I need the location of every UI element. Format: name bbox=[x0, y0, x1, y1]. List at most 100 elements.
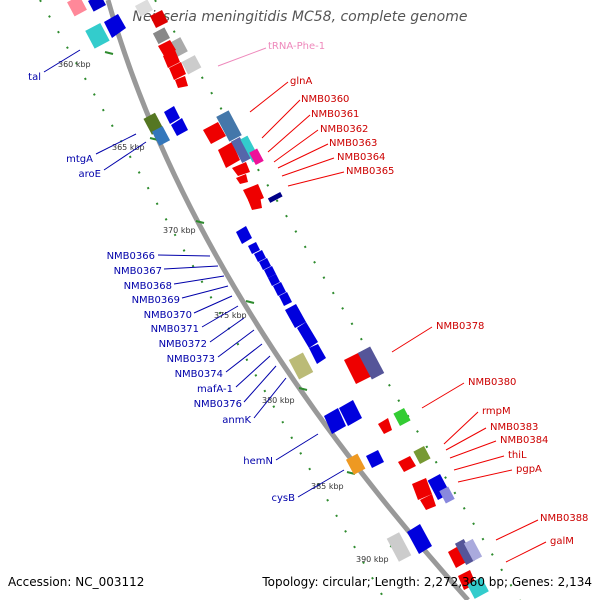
genome-stats-label: Topology: circular; Length: 2,272,360 bp… bbox=[262, 575, 592, 589]
gene-block bbox=[345, 453, 366, 475]
leader-line bbox=[157, 254, 211, 257]
leader-line bbox=[193, 295, 233, 314]
gene-label: cysB bbox=[272, 493, 296, 504]
right-leader-lines bbox=[217, 47, 547, 563]
gene-label: NMB0374 bbox=[175, 369, 223, 380]
gene-label: NMB0384 bbox=[500, 435, 548, 446]
gene-label: NMB0364 bbox=[337, 152, 385, 163]
leader-line bbox=[495, 519, 539, 541]
gene-arrow bbox=[218, 142, 240, 168]
gene-arrow bbox=[279, 292, 292, 306]
leader-line bbox=[287, 171, 345, 187]
gene-label: NMB0369 bbox=[132, 295, 180, 306]
gene-label: NMB0376 bbox=[194, 399, 242, 410]
ruler-tick bbox=[298, 387, 308, 391]
gene-arrow bbox=[273, 282, 286, 296]
leader-line bbox=[209, 317, 245, 343]
ruler-label: 375 kbp bbox=[214, 311, 247, 320]
gene-arrow bbox=[171, 118, 188, 136]
gene-block bbox=[413, 446, 431, 464]
ruler-label: 370 kbp bbox=[163, 226, 196, 235]
forward-strand-genes bbox=[135, 0, 489, 599]
ruler-label: 365 kbp bbox=[112, 143, 145, 152]
gene-block bbox=[216, 110, 242, 142]
gene-arrow bbox=[150, 10, 168, 28]
gene-arrow bbox=[264, 266, 276, 278]
leader-line bbox=[445, 427, 487, 451]
gene-label: mafA-1 bbox=[197, 384, 233, 395]
leader-line bbox=[217, 329, 255, 358]
leader-line bbox=[95, 133, 137, 155]
ruler-tick bbox=[245, 300, 255, 304]
gene-label: hemN bbox=[243, 456, 273, 467]
gene-arrow bbox=[285, 304, 306, 328]
gene-block bbox=[151, 126, 171, 146]
gene-label: galM bbox=[550, 536, 574, 547]
leader-line bbox=[217, 47, 267, 67]
gene-block bbox=[357, 346, 385, 380]
gene-label: NMB0361 bbox=[311, 109, 359, 120]
leader-line bbox=[181, 285, 229, 299]
gene-arrow bbox=[407, 524, 432, 554]
gene-label: thiL bbox=[508, 450, 527, 461]
gene-label: mtgA bbox=[66, 154, 93, 165]
ruler-label: 390 kbp bbox=[356, 555, 389, 564]
gene-arrow bbox=[175, 76, 188, 88]
gene-block bbox=[386, 532, 412, 562]
leader-line bbox=[201, 305, 239, 328]
gene-label: NMB0363 bbox=[329, 138, 377, 149]
leader-line bbox=[43, 49, 81, 73]
gene-arrow bbox=[297, 322, 318, 348]
gene-block bbox=[181, 55, 202, 75]
leader-line bbox=[273, 129, 319, 163]
leader-line bbox=[391, 326, 433, 353]
left-gene-labels: tal mtgA aroE NMB0366 NMB0367 NMB0368 NM… bbox=[28, 72, 295, 504]
gene-label: anmK bbox=[222, 415, 251, 426]
gene-block bbox=[135, 0, 153, 17]
gene-block bbox=[85, 22, 110, 49]
ruler-labels: 360 kbp 365 kbp 370 kbp 375 kbp 380 kbp … bbox=[58, 60, 389, 564]
gene-arrow bbox=[366, 450, 384, 468]
gene-block bbox=[88, 0, 106, 12]
leader-line bbox=[103, 141, 147, 171]
gene-arrow bbox=[203, 122, 226, 144]
gene-label: NMB0371 bbox=[151, 324, 199, 335]
leader-line bbox=[297, 469, 345, 498]
leader-line bbox=[281, 157, 335, 177]
gene-arrow bbox=[378, 418, 392, 434]
ruler-tick bbox=[104, 51, 114, 55]
gene-label: NMB0380 bbox=[468, 377, 516, 388]
gene-arrow bbox=[344, 352, 372, 384]
gene-label: NMB0362 bbox=[320, 124, 368, 135]
ruler-label: 385 kbp bbox=[311, 482, 344, 491]
gene-label: NMB0368 bbox=[124, 281, 172, 292]
gene-label: NMB0373 bbox=[167, 354, 215, 365]
gene-block bbox=[454, 539, 476, 565]
gene-label: tal bbox=[28, 72, 41, 83]
gene-label: NMB0367 bbox=[114, 266, 162, 277]
leader-line bbox=[505, 541, 547, 563]
gene-arrow bbox=[254, 250, 266, 262]
gene-label: NMB0388 bbox=[540, 513, 588, 524]
gene-block bbox=[152, 27, 170, 45]
gene-label: glnA bbox=[290, 76, 312, 87]
gene-arrow bbox=[104, 14, 126, 38]
gene-label: pgpA bbox=[516, 464, 542, 475]
leader-line bbox=[261, 99, 301, 139]
gene-label: NMB0366 bbox=[107, 251, 155, 262]
outer-dotted-track bbox=[154, 0, 521, 600]
gene-arrow bbox=[164, 106, 180, 124]
leader-line bbox=[163, 265, 219, 270]
gene-arrow bbox=[412, 478, 432, 500]
trna-label: tRNA-Phe-1 bbox=[268, 41, 325, 52]
gene-arrow bbox=[169, 62, 186, 80]
inner-dotted-track bbox=[39, 0, 386, 600]
gene-arrow bbox=[268, 274, 280, 286]
gene-label: NMB0360 bbox=[301, 94, 349, 105]
gene-block bbox=[288, 352, 314, 380]
reverse-strand-genes bbox=[67, 0, 432, 562]
leader-line bbox=[225, 343, 263, 373]
gene-block bbox=[230, 137, 252, 163]
